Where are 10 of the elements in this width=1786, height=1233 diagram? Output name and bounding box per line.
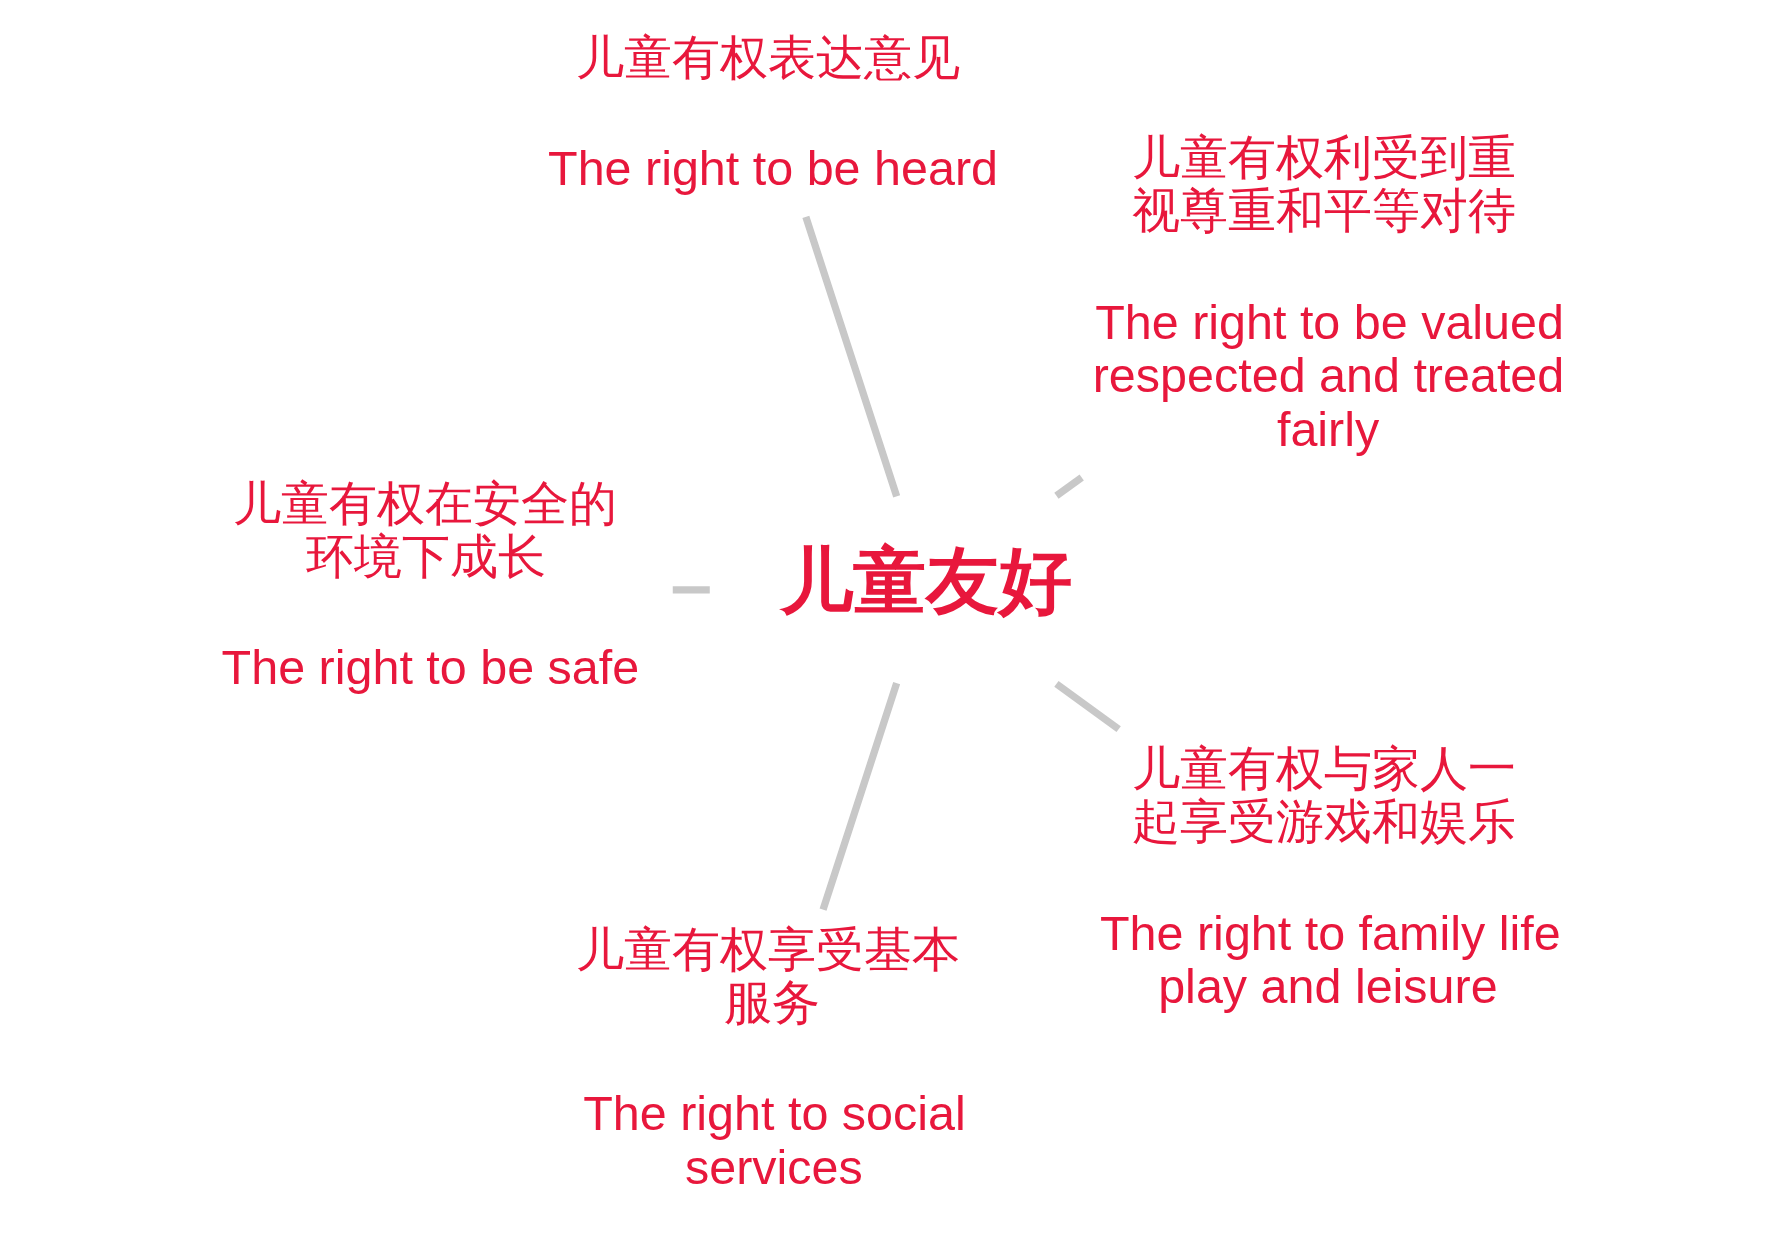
connector (1053, 474, 1084, 499)
connector (819, 682, 900, 911)
connector (1053, 680, 1121, 732)
node-text: 儿童有权利受到重视尊重和平等对待 The right to be valued respected and treated fairly (1092, 130, 1564, 456)
node-text: 儿童有权表达意见 The right to be heard (547, 29, 998, 196)
node-text: 儿童有权在安全的环境下成长 The right to be safe (221, 475, 639, 695)
node-text: 儿童有权与家人一起享受游戏和娱乐 The right to family life play and leisure (1099, 740, 1561, 1014)
connector (801, 215, 900, 498)
node-text: 儿童友好 (779, 539, 1072, 621)
node-text: 儿童有权享受基本服务 The right to social services (575, 921, 966, 1194)
